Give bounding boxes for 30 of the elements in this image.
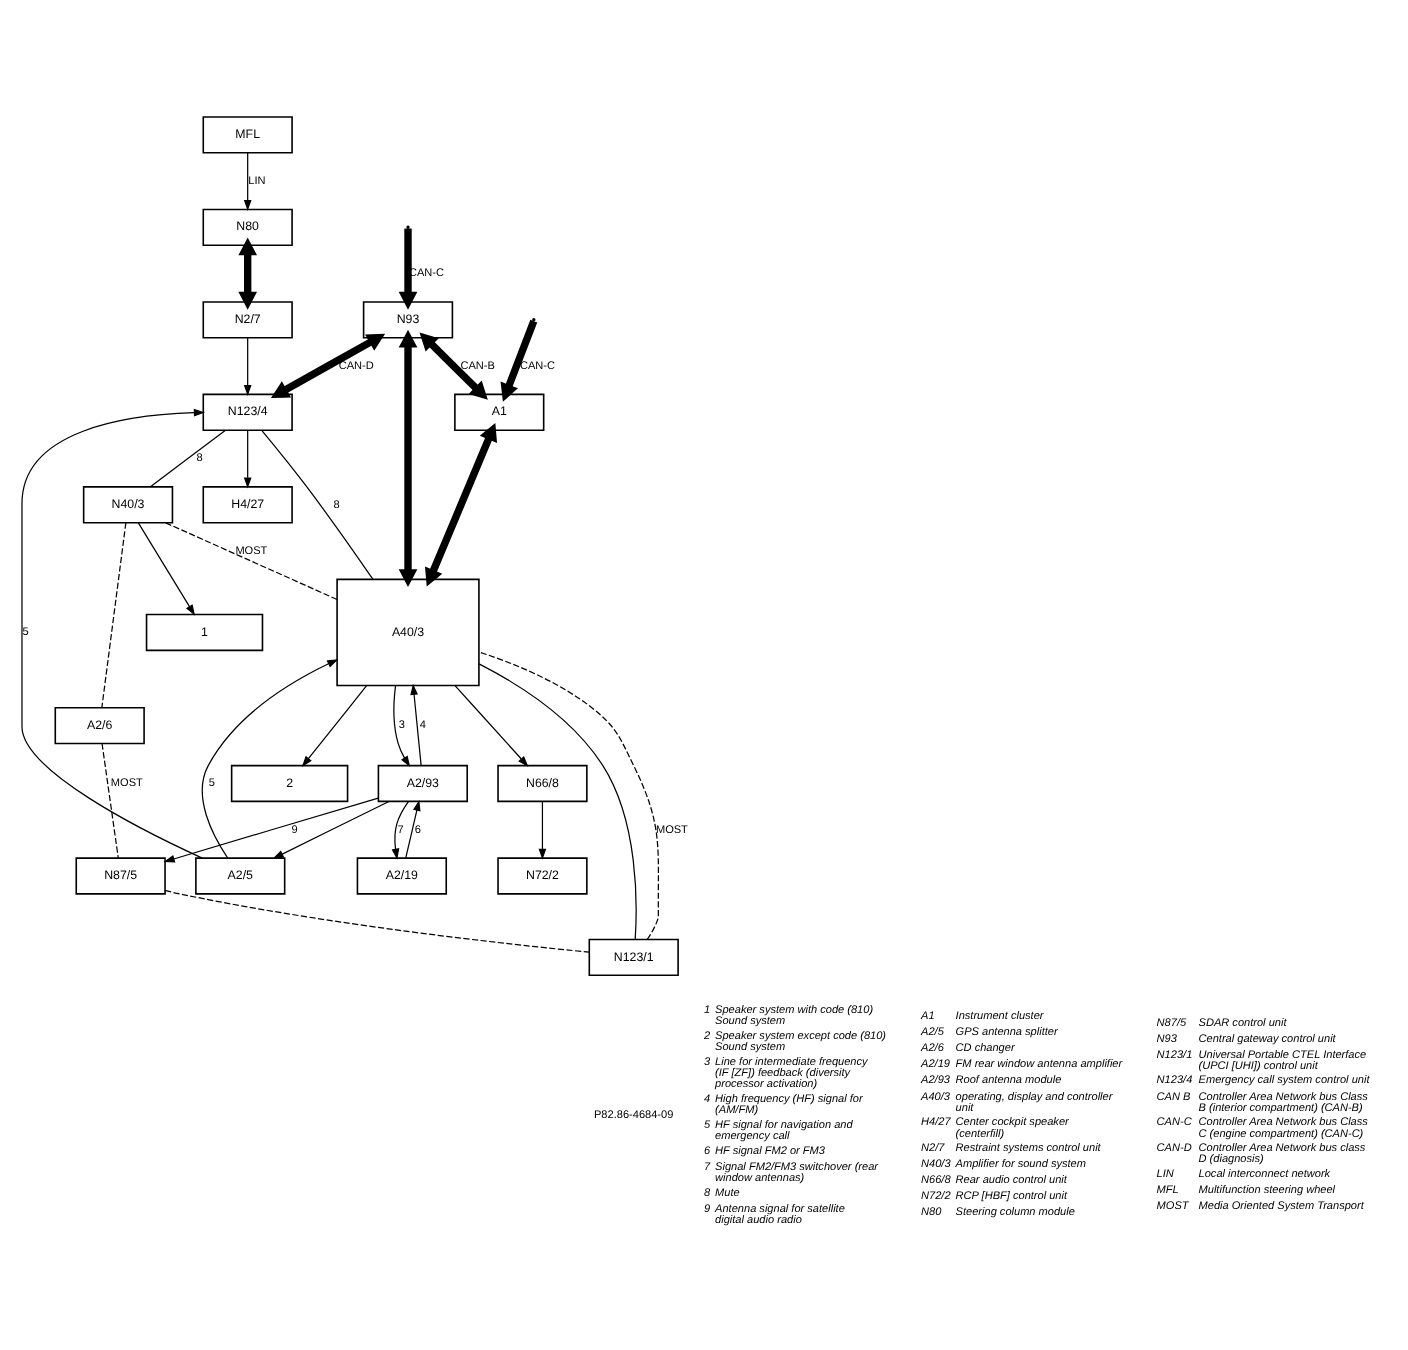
connector (165, 522, 338, 601)
arrow (398, 228, 418, 310)
connector (478, 651, 660, 941)
arrow (243, 429, 252, 489)
arrow (410, 683, 422, 767)
arrow (137, 522, 196, 616)
connector (101, 743, 119, 859)
connector (101, 522, 127, 708)
connector (149, 429, 226, 488)
arrow (238, 237, 258, 310)
arrow (425, 422, 498, 587)
arrow (243, 337, 252, 397)
arrow (393, 685, 411, 768)
arrow (21, 408, 205, 859)
arrow (538, 801, 547, 860)
connector (478, 663, 637, 940)
arrow (500, 319, 538, 402)
arrow (243, 152, 252, 212)
connector (261, 430, 374, 580)
arrow (301, 685, 368, 767)
arrow (454, 685, 529, 767)
arrow (391, 800, 410, 860)
arrow (398, 329, 418, 588)
arrow (270, 333, 386, 399)
arrow (419, 332, 488, 400)
arrow (405, 799, 421, 859)
arrow (163, 797, 379, 863)
arrow (272, 800, 390, 859)
arrow (201, 659, 339, 859)
connector (164, 889, 590, 953)
